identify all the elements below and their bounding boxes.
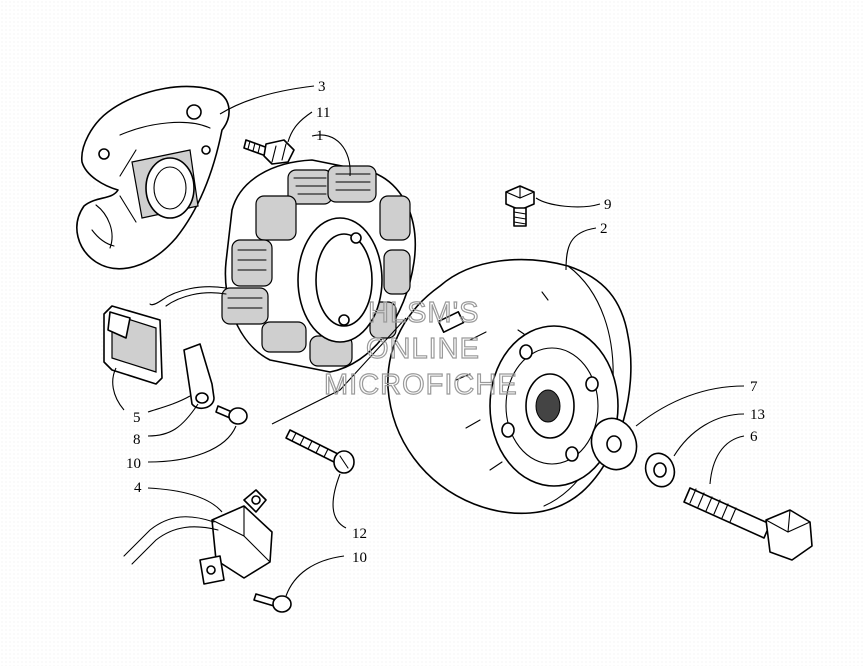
callout-clamp: 8 xyxy=(133,432,141,448)
callout-pickup-coil: 4 xyxy=(134,480,142,496)
callout-pickup-screw: 10 xyxy=(352,550,367,566)
pickup-screw-part xyxy=(253,593,292,613)
callout-labels: 3 11 1 9 2 7 13 6 5 8 10 4 12 10 xyxy=(126,79,765,566)
flywheel-cap-screw-part xyxy=(505,185,535,227)
coil-pad-part xyxy=(103,305,163,385)
watermark-line-1: HLSM'S xyxy=(368,297,479,329)
stator-plate-part xyxy=(76,85,230,270)
plate-screw-part xyxy=(243,139,295,165)
leader-lines xyxy=(112,85,745,597)
callout-plate-screw: 11 xyxy=(316,105,330,121)
watermark-line-2: ONLINE xyxy=(366,333,480,365)
callout-flat-washer: 7 xyxy=(750,379,758,395)
callout-coil-pad: 5 xyxy=(133,410,141,426)
lock-washer-part xyxy=(644,452,676,488)
flywheel-part xyxy=(387,258,632,515)
flat-washer-part xyxy=(590,417,638,471)
pickup-coil-part xyxy=(123,489,273,585)
callout-stator-screw: 12 xyxy=(352,526,367,542)
callout-clamp-screw: 10 xyxy=(126,456,141,472)
clamp-part xyxy=(183,343,215,410)
flywheel-bolt-part xyxy=(683,487,813,561)
stator-screw-part xyxy=(285,429,355,474)
watermark: HLSM'S ONLINE MICROFICHE xyxy=(323,296,518,401)
clamp-screw-part xyxy=(215,405,248,425)
callout-lock-washer: 13 xyxy=(750,407,765,423)
callout-stator: 1 xyxy=(316,128,324,144)
stator-part xyxy=(149,159,416,373)
callout-stator-plate: 3 xyxy=(318,79,326,95)
callout-flywheel-bolt: 6 xyxy=(750,429,758,445)
callout-flywheel: 2 xyxy=(600,221,608,237)
callout-flywheel-cap-screw: 9 xyxy=(604,197,612,213)
watermark-line-3: MICROFICHE xyxy=(324,369,518,401)
